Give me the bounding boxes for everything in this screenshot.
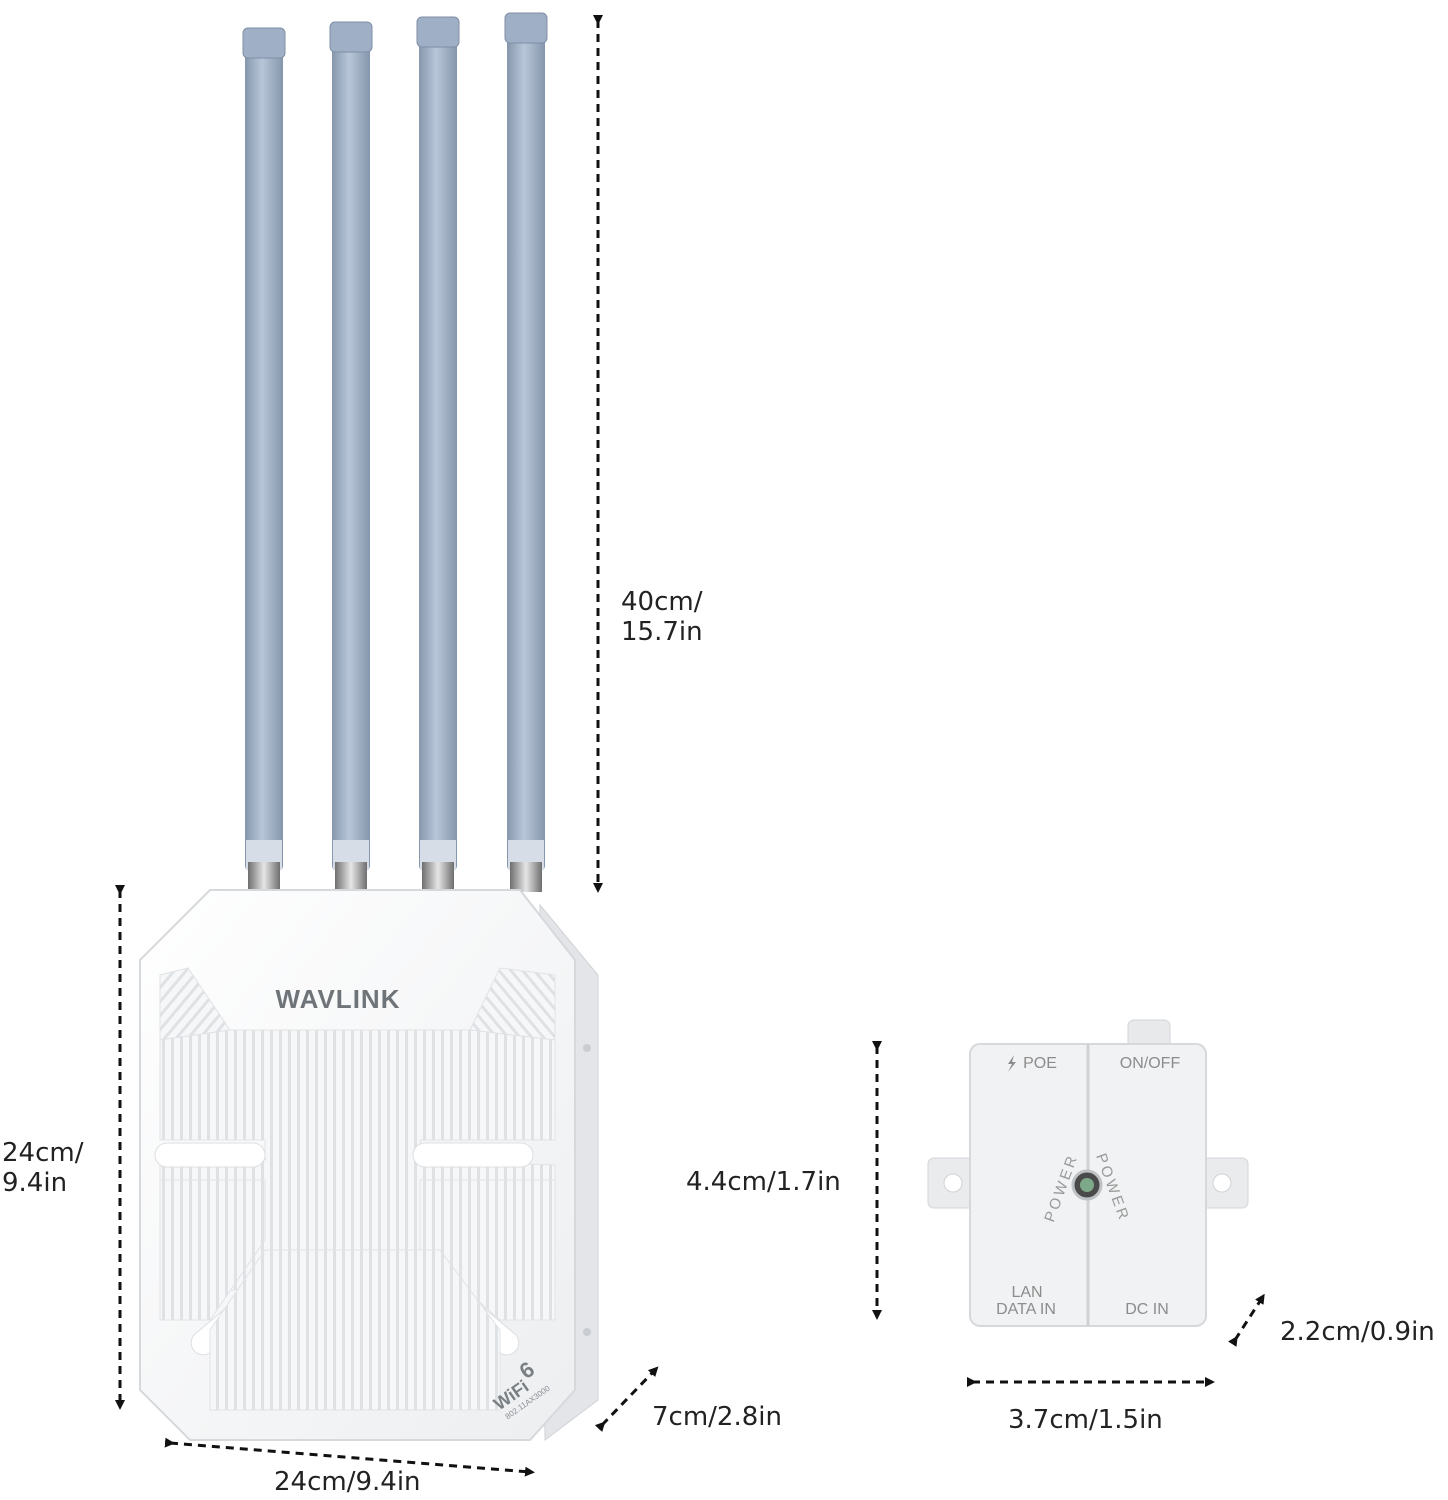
router-body — [139, 889, 599, 1441]
lan-port-label: LAN — [1011, 1284, 1042, 1301]
lan-port-sublabel: DATA IN — [996, 1301, 1056, 1318]
router-height-cm: 24cm/ — [2, 1138, 84, 1168]
router-brand-logo: WAVLINK — [276, 984, 401, 1014]
router-depth-label: 7cm/2.8in — [652, 1402, 782, 1432]
injector-height-label: 4.4cm/1.7in — [686, 1167, 841, 1197]
dc-in-label: DC IN — [1125, 1301, 1169, 1318]
poe-port-label: POE — [1023, 1055, 1057, 1072]
router-height-label: 24cm/ 9.4in — [2, 1138, 83, 1198]
router-height-in: 9.4in — [2, 1168, 68, 1198]
antenna-height-label: 40cm/ 15.7in — [621, 587, 703, 647]
antenna-height-cm: 40cm/ — [621, 587, 703, 617]
poe-injector — [927, 1019, 1249, 1327]
injector-depth-line — [1228, 1293, 1265, 1347]
antenna-height-in: 15.7in — [621, 617, 703, 647]
antenna-3 — [416, 16, 460, 892]
injector-width-label: 3.7cm/1.5in — [1008, 1405, 1163, 1435]
onoff-label: ON/OFF — [1120, 1055, 1181, 1072]
injector-depth-label: 2.2cm/0.9in — [1280, 1317, 1435, 1347]
antenna-4 — [504, 12, 548, 892]
router-depth-line — [594, 1366, 659, 1433]
router-width-line — [164, 1437, 535, 1477]
router-width-label: 24cm/9.4in — [274, 1467, 421, 1497]
antenna-1 — [242, 27, 286, 892]
antenna-2 — [329, 21, 373, 892]
lightning-icon — [1008, 1055, 1016, 1072]
